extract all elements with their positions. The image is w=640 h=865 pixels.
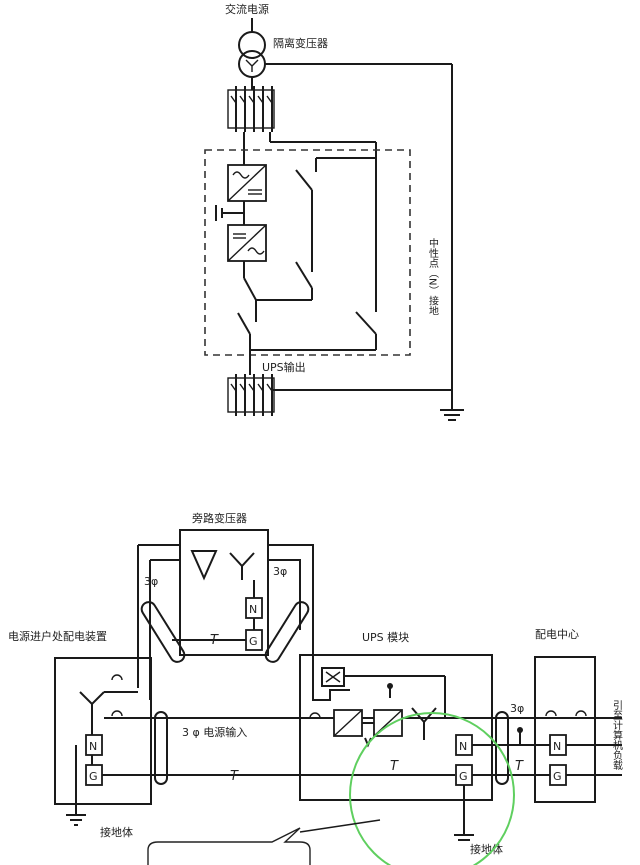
- conduit-right: [264, 601, 310, 663]
- bottom-diagram: 旁路变压器 N G 3φ 3φ T 电源进户处配电装置: [8, 511, 623, 865]
- bypass-transformer-box: [179, 529, 269, 656]
- three-phase-input-label: 3 φ 电源输入: [182, 725, 247, 739]
- svg-text:N: N: [459, 740, 467, 753]
- service-entrance-label: 电源进户处配电装置: [8, 629, 107, 643]
- svg-text:T: T: [210, 633, 219, 648]
- svg-text:T: T: [515, 759, 524, 774]
- ups-enclosure: [204, 149, 411, 356]
- wye-winding-symbol: [229, 552, 255, 580]
- ac-source-label: 交流电源: [225, 2, 269, 16]
- distribution-center-label: 配电中心: [535, 628, 579, 641]
- bypass-transformer-label: 旁路变压器: [192, 511, 247, 525]
- svg-text:N: N: [249, 603, 257, 616]
- ups-output-label: UPS输出: [262, 360, 306, 374]
- service-wye-symbol: [79, 691, 105, 720]
- neutral-ground-label: 中性点（N）接地: [427, 237, 439, 316]
- svg-text:3φ: 3φ: [144, 575, 158, 588]
- svg-text:N: N: [89, 740, 97, 753]
- svg-text:G: G: [459, 770, 468, 783]
- highlight-circle: [349, 712, 515, 865]
- bypass-switch: [295, 169, 313, 191]
- service-n-terminal: [85, 734, 103, 756]
- svg-text:N: N: [553, 740, 561, 753]
- isolation-transformer-label: 隔离变压器: [273, 36, 328, 50]
- svg-text:3φ: 3φ: [510, 702, 524, 715]
- callout-bubble: [147, 827, 311, 865]
- service-ground-label: 接地体: [100, 825, 133, 839]
- lower-busbar: [227, 374, 275, 416]
- inverter-switch: [243, 277, 257, 301]
- ups-module-label: UPS 模块: [362, 631, 409, 644]
- conduit-output: [495, 711, 509, 785]
- service-entrance-box: [54, 657, 152, 805]
- dist-g-terminal: [549, 764, 567, 786]
- svg-text:3φ: 3φ: [273, 565, 287, 578]
- distribution-center-box: [534, 656, 596, 803]
- delta-winding-symbol: [190, 550, 218, 581]
- svg-text:T: T: [230, 769, 239, 784]
- conduit-left: [140, 601, 186, 663]
- svg-text:G: G: [89, 770, 98, 783]
- top-diagram: 交流电源 隔离变压器 中性点（N）接地: [204, 2, 464, 421]
- conduit-input: [154, 711, 168, 785]
- transformer-secondary-coil: [238, 50, 266, 78]
- svg-text:G: G: [249, 635, 258, 648]
- dist-n-terminal: [549, 734, 567, 756]
- svg-text:T: T: [390, 759, 399, 774]
- upper-busbar: [227, 86, 275, 132]
- ups-module-box: [299, 654, 493, 801]
- to-computer-load-label: 引至计算机负载: [611, 700, 623, 771]
- svg-text:G: G: [553, 770, 562, 783]
- transformer-primary-coil: [238, 31, 266, 59]
- ups-ground-label: 接地体: [470, 842, 503, 856]
